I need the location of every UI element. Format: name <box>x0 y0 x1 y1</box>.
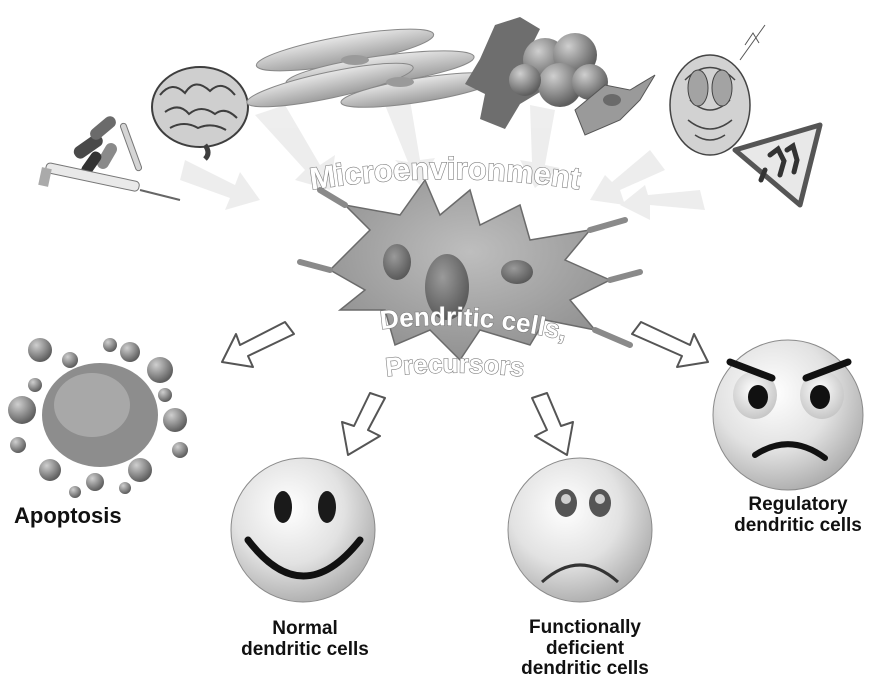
drugs-icon <box>71 114 119 177</box>
apoptosis-label: Apoptosis <box>14 504 164 528</box>
syringe-icon <box>38 162 180 200</box>
deficient-dc-label-line: Functionally <box>490 618 680 639</box>
brain-icon <box>152 67 248 159</box>
deficient-dc-label-line: dendritic cells <box>490 659 680 680</box>
elderly-warning-sign-icon <box>735 125 820 205</box>
deficient-dc-label-line: deficient <box>490 639 680 660</box>
arrow-to-apoptosis <box>222 322 294 367</box>
dendritic-cell-cluster <box>300 180 640 360</box>
happy-face-icon <box>231 458 375 602</box>
cell-nucleus <box>383 244 411 280</box>
microenvironment-label: Microenvironment <box>307 151 583 197</box>
tumor-cells-icon <box>465 17 655 135</box>
arrow-to-deficient <box>532 393 573 455</box>
normal-dc-label: Normal dendritic cells <box>210 619 400 660</box>
thermometer-icon <box>120 122 143 171</box>
anatomy-icon <box>670 25 765 155</box>
regulatory-dc-label-line: Regulatory <box>708 495 888 516</box>
arrow-to-normal <box>342 393 385 455</box>
angry-face-icon <box>713 340 863 490</box>
normal-dc-label-line: Normal <box>210 619 400 640</box>
apoptosis-image <box>8 338 188 498</box>
precursors-label: Precursors <box>384 348 526 382</box>
muscle-cells-icon <box>244 21 501 116</box>
regulatory-dc-label-line: dendritic cells <box>708 516 888 537</box>
regulatory-dc-label: Regulatory dendritic cells <box>708 495 888 536</box>
normal-dc-label-line: dendritic cells <box>210 640 400 661</box>
cell-nucleus <box>501 260 533 284</box>
sad-face-icon <box>508 458 652 602</box>
arrow-to-regulatory <box>632 322 708 367</box>
deficient-dc-label: Functionally deficient dendritic cells <box>490 618 680 680</box>
